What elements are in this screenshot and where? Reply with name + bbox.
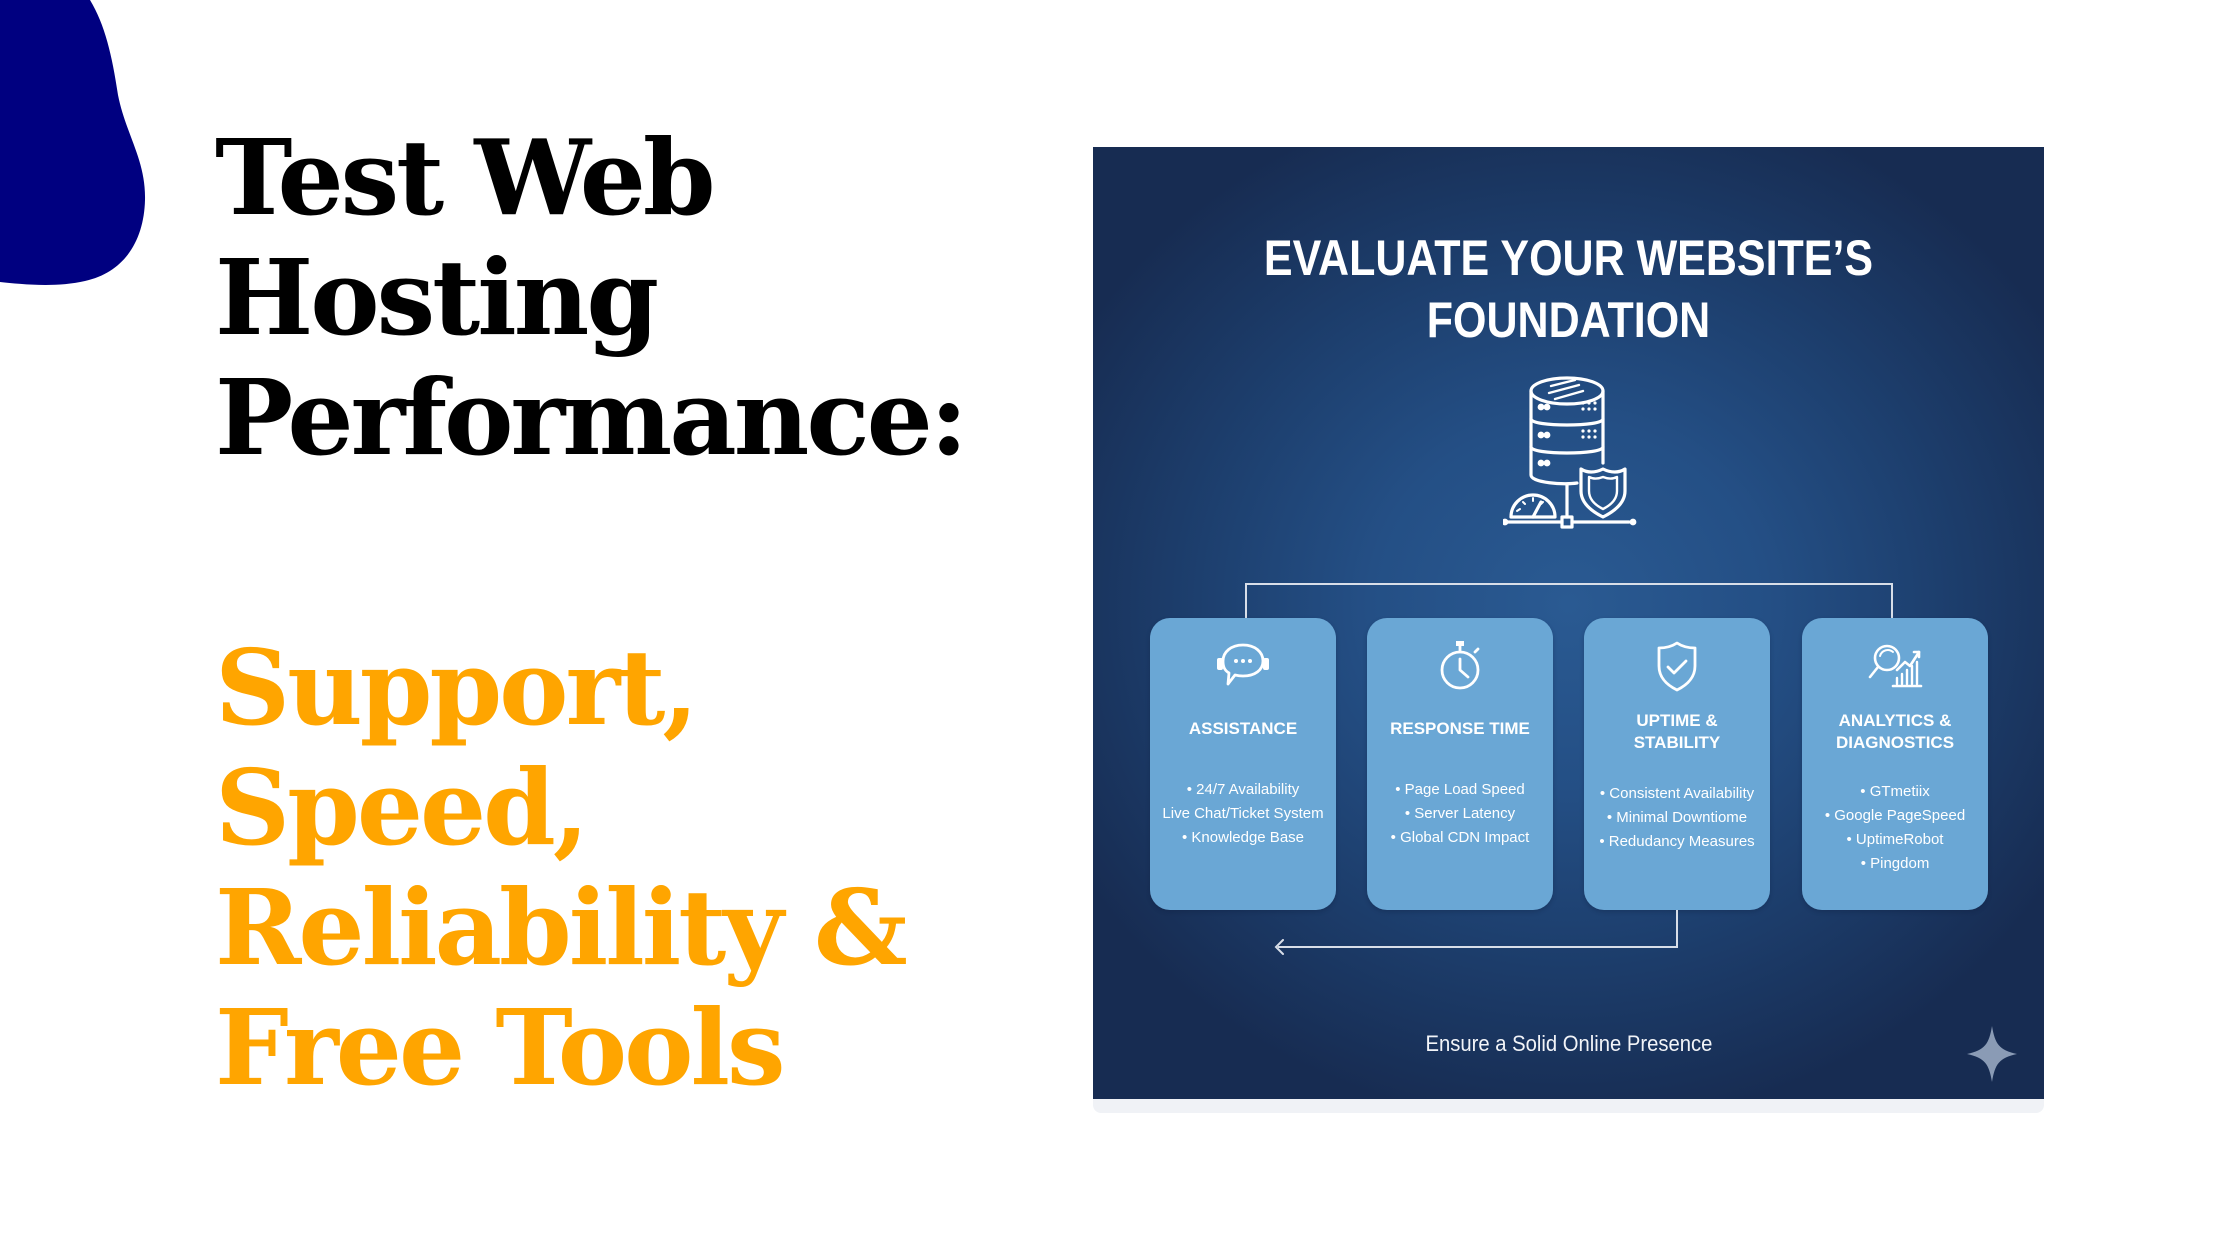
infographic-title-line: FOUNDATION	[1426, 292, 1711, 348]
sparkle-icon	[1967, 1026, 2017, 1082]
infographic-title-line: EVALUATE YOUR WEBSITE’S	[1263, 230, 1874, 286]
card-title-line: ANALYTICS &	[1838, 711, 1952, 730]
infographic-image: EVALUATE YOUR WEBSITE’S FOUNDATION	[1093, 147, 2044, 1099]
list-item: • Redudancy Measures	[1599, 833, 1755, 850]
title-line: Test Web	[215, 116, 716, 239]
magnifier-chart-icon	[1868, 644, 1923, 688]
card-analytics-diagnostics: ANALYTICS & DIAGNOSTICS • GTmetiix • Goo…	[1802, 618, 1988, 910]
card-title: RESPONSE TIME	[1390, 719, 1530, 738]
card-list: • Page Load Speed • Server Latency • Glo…	[1367, 778, 1553, 850]
card-title-line: STABILITY	[1633, 733, 1721, 752]
slide-title: Test Web Hosting Performance:	[215, 116, 968, 479]
list-item: • Knowledge Base	[1182, 829, 1304, 846]
decorative-blob	[0, 0, 146, 285]
infographic-caption: Ensure a Solid Online Presence	[1093, 1031, 2044, 1057]
card-title: UPTIME & STABILITY	[1584, 710, 1770, 754]
title-line: Hosting	[215, 236, 659, 359]
support-chat-headset-icon	[1217, 643, 1269, 686]
card-title-line: DIAGNOSTICS	[1835, 733, 1955, 752]
list-item: • Google PageSpeed	[1824, 807, 1966, 824]
list-item: • Minimal Downtiome	[1606, 809, 1748, 826]
list-item: • Page Load Speed	[1395, 781, 1525, 798]
subtitle-line: Free Tools	[215, 986, 786, 1109]
card-list: • Consistent Availability • Minimal Down…	[1584, 782, 1770, 854]
list-item: • 24/7 Availability	[1186, 781, 1300, 798]
card-list: • GTmetiix • Google PageSpeed • UptimeRo…	[1802, 780, 1988, 876]
arrow-left-icon	[1274, 939, 1284, 955]
shield-check-icon	[1657, 641, 1697, 692]
card-uptime-stability: UPTIME & STABILITY • Consistent Availabi…	[1584, 618, 1770, 910]
subtitle-line: Reliability &	[215, 866, 908, 989]
caption-text: Ensure a Solid Online Presence	[1425, 1031, 1712, 1056]
card-response-time: RESPONSE TIME • Page Load Speed • Server…	[1367, 618, 1553, 910]
connector-line	[1676, 910, 1678, 948]
stopwatch-icon	[1440, 641, 1480, 690]
infographic-title: EVALUATE YOUR WEBSITE’S FOUNDATION	[1093, 227, 2044, 351]
list-item: • Global CDN Impact	[1390, 829, 1530, 846]
list-item: • GTmetiix	[1860, 783, 1930, 800]
list-item: • UptimeRobot	[1846, 831, 1944, 848]
list-item: • Server Latency	[1404, 805, 1516, 822]
subtitle-line: Speed,	[215, 746, 589, 869]
subtitle-line: Support,	[215, 626, 699, 749]
card-title: ASSISTANCE	[1188, 719, 1298, 738]
server-database-shield-speedometer-icon	[1503, 376, 1637, 529]
connector-line	[1245, 583, 1893, 585]
connector-line	[1891, 583, 1893, 618]
list-item: • Consistent Availability	[1599, 785, 1755, 802]
card-assistance: ASSISTANCE • 24/7 Availability Live Chat…	[1150, 618, 1336, 910]
card-title-line: UPTIME &	[1636, 711, 1718, 730]
card-title: ANALYTICS & DIAGNOSTICS	[1802, 710, 1988, 754]
title-line: Performance:	[215, 356, 968, 479]
connector-line	[1278, 946, 1678, 948]
card-list: • 24/7 Availability Live Chat/Ticket Sys…	[1150, 778, 1336, 850]
list-item: Live Chat/Ticket System	[1162, 805, 1324, 822]
list-item: • Pingdom	[1860, 855, 1930, 872]
slide-subtitle: Support, Speed, Reliability & Free Tools	[215, 626, 908, 1109]
connector-line	[1245, 583, 1247, 618]
